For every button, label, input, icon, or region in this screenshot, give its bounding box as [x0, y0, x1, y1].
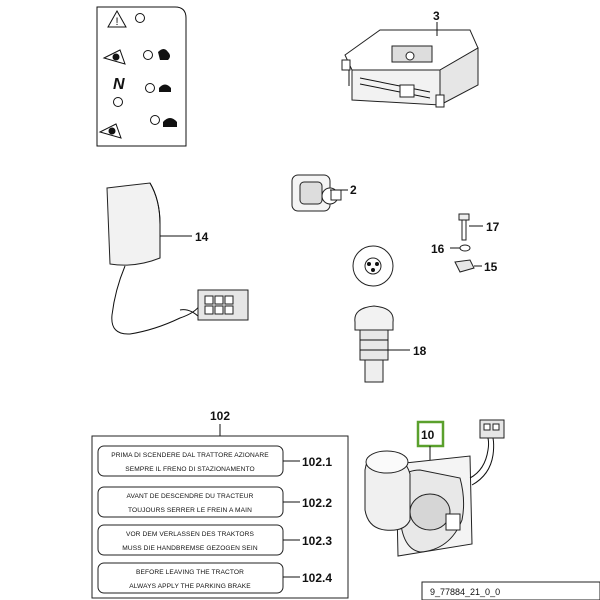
svg-text:!: !	[115, 16, 118, 28]
light-indicator-icon-2	[113, 83, 155, 107]
callout-18: 18	[413, 344, 427, 358]
neutral-symbol: N	[113, 76, 125, 93]
symbol-panel: ! N	[96, 6, 187, 147]
decal-2-line2: TOUJOURS SERRER LE FREIN A MAIN	[128, 507, 252, 514]
decal-label-1: PRIMA DI SCENDERE DAL TRATTORE AZIONARE …	[97, 445, 332, 477]
part-push-button: 18	[352, 245, 427, 383]
callout-102-2: 102.2	[302, 496, 332, 510]
light-indicator-icon-3	[150, 115, 160, 125]
callout-102-3: 102.3	[302, 534, 332, 548]
light-indicator-icon	[143, 50, 153, 60]
callout-17: 17	[486, 220, 500, 234]
callout-102-1: 102.1	[302, 455, 332, 469]
part-ecu-module: 3	[341, 9, 479, 108]
decal-label-4: BEFORE LEAVING THE TRACTOR ALWAYS APPLY …	[97, 562, 332, 594]
warning-icon: !	[107, 9, 127, 28]
decal-2-line1: AVANT DE DESCENDRE DU TRACTEUR	[126, 493, 253, 500]
drive-symbol-icon	[102, 49, 126, 65]
callout-3: 3	[433, 9, 440, 23]
callout-10: 10	[421, 428, 435, 442]
drawing-reference: 9_77884_21_0_0	[421, 581, 600, 600]
callout-102-4: 102.4	[302, 571, 332, 585]
part-rotary-switch: 2	[291, 174, 357, 212]
part-shift-lever: 10	[364, 419, 505, 557]
callout-15: 15	[484, 260, 498, 274]
turtle-icon	[159, 84, 171, 92]
decal-label-2: AVANT DE DESCENDRE DU TRACTEUR TOUJOURS …	[97, 486, 332, 518]
decal-4-line1: BEFORE LEAVING THE TRACTOR	[136, 569, 244, 576]
drive-symbol-icon-2	[98, 123, 122, 139]
part-washer: 16	[431, 242, 471, 256]
decal-3-line1: VOR DEM VERLASSEN DES TRAKTORS	[126, 531, 255, 538]
decal-1-line2: SEMPRE IL FRENO DI STAZIONAMENTO	[125, 466, 254, 473]
snail-icon	[163, 118, 177, 127]
callout-16: 16	[431, 242, 445, 256]
decal-label-3: VOR DEM VERLASSEN DES TRAKTORS MUSS DIE …	[97, 524, 332, 556]
connector-pins	[204, 295, 234, 315]
decal-1-line1: PRIMA DI SCENDERE DAL TRATTORE AZIONARE	[111, 452, 269, 459]
part-bolt: 17	[458, 213, 500, 241]
decal-group: 102 PRIMA DI SCENDERE DAL TRATTORE AZION…	[91, 409, 349, 599]
decal-4-line2: ALWAYS APPLY THE PARKING BRAKE	[129, 583, 251, 590]
part-joystick-grip: 14	[106, 182, 249, 335]
callout-14: 14	[195, 230, 209, 244]
circle-indicator-icon	[135, 13, 145, 23]
decal-3-line2: MUSS DIE HANDBREMSE GEZOGEN SEIN	[122, 545, 258, 552]
hare-icon	[158, 49, 170, 60]
callout-102: 102	[210, 409, 230, 423]
callout-2: 2	[350, 183, 357, 197]
drawing-reference-code: 9_77884_21_0_0	[430, 587, 500, 597]
part-nut: 15	[454, 259, 498, 274]
